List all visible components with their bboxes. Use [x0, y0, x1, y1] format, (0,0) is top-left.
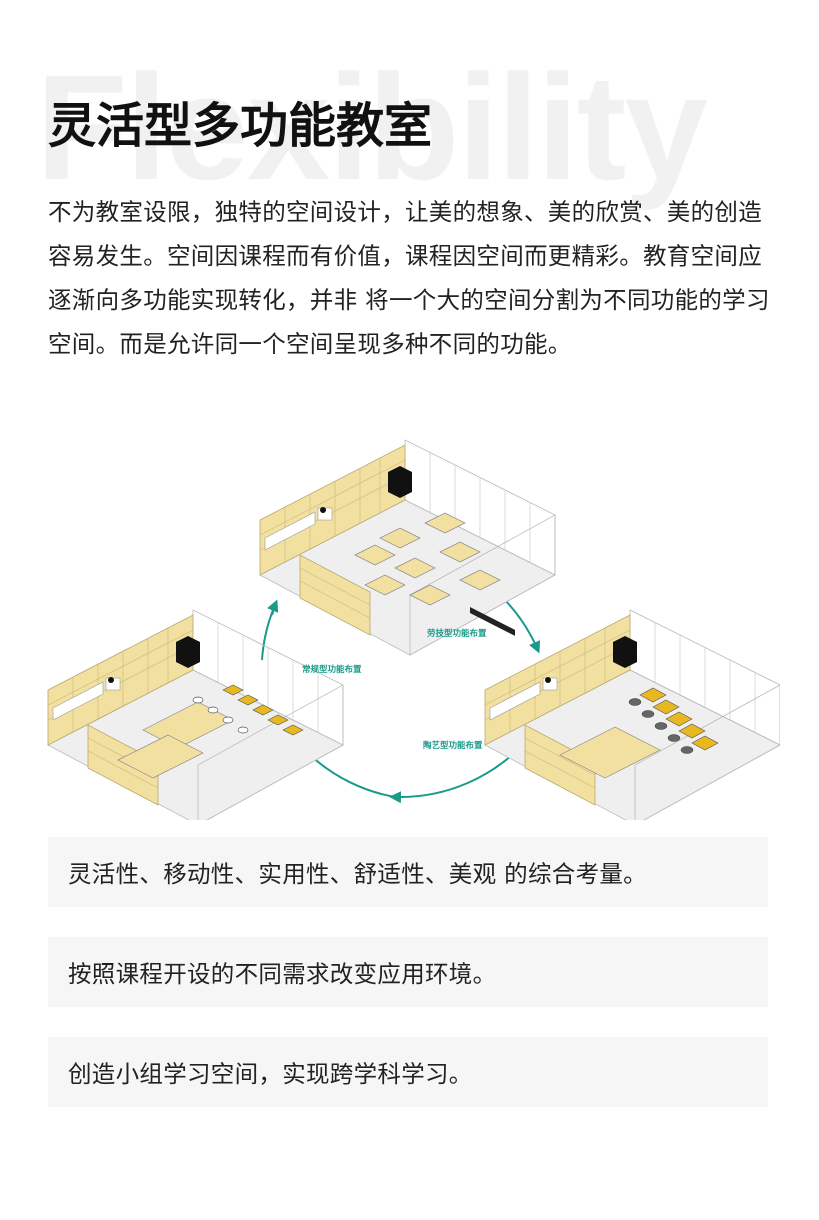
feature-list: 灵活性、移动性、实用性、舒适性、美观 的综合考量。 按照课程开设的不同需求改变应… [48, 837, 768, 1137]
feature-item: 按照课程开设的不同需求改变应用环境。 [48, 937, 768, 1007]
label-pottery-layout: 陶艺型功能布置 [423, 740, 483, 751]
watermark-text: Flexibility [36, 43, 708, 211]
room-workshop-layout [259, 439, 556, 656]
classroom-layout-diagram: 劳技型功能布置 常规型功能布置 陶艺型功能布置 [47, 439, 780, 820]
intro-paragraph: 不为教室设限，独特的空间设计，让美的想象、美的欣赏、美的创造容易发生。空间因课程… [48, 198, 770, 358]
feature-item: 灵活性、移动性、实用性、舒适性、美观 的综合考量。 [48, 837, 768, 907]
label-workshop-layout: 劳技型功能布置 [427, 628, 487, 639]
page-title: 灵活型多功能教室 [48, 98, 433, 154]
feature-item: 创造小组学习空间，实现跨学科学习。 [48, 1037, 768, 1107]
room-pottery-layout [484, 609, 780, 820]
arrow-top-right [504, 599, 541, 654]
room-regular-layout [47, 609, 344, 820]
label-regular-layout: 常规型功能布置 [302, 664, 362, 675]
